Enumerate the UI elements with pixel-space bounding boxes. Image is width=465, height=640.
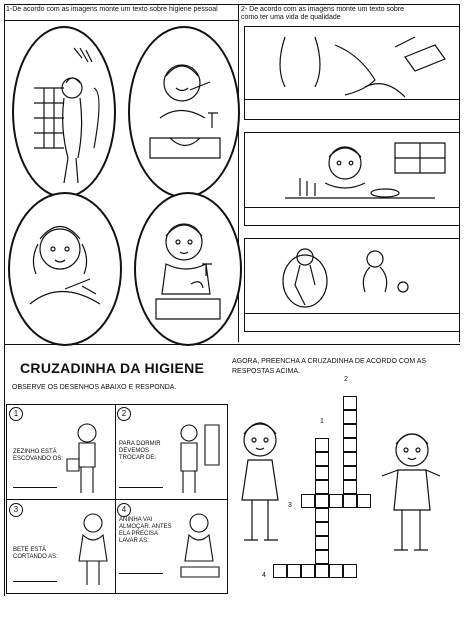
grid-cell[interactable]	[329, 494, 343, 508]
girl-washing-hands-icon	[180, 513, 220, 578]
clue-label-4: 4	[262, 572, 266, 579]
center-divider-top	[238, 4, 239, 342]
clue-3-text: BETE ESTÁ CORTANDO AS:	[13, 547, 58, 560]
answer-line-3	[245, 313, 459, 314]
crossword-instruction: OBSERVE OS DESENHOS ABAIXO E RESPONDA.	[12, 384, 177, 391]
boy-brushing-teeth-icon	[66, 423, 97, 493]
top-border	[4, 4, 460, 5]
exercise-1-title: 1-De acordo com as imagens monte um text…	[6, 6, 218, 13]
clue-2-answer-line	[119, 487, 163, 488]
middle-separator	[4, 344, 460, 345]
answer-line-2	[245, 207, 459, 208]
grid-cell[interactable]	[343, 438, 357, 452]
clue-3-number: 3	[9, 503, 23, 517]
crossword-heading: CRUZADINHA DA HIGIENE	[20, 360, 205, 376]
exercise-2-title-line2: como ter uma vida de qualidade	[241, 14, 341, 21]
grid-cell[interactable]	[343, 494, 357, 508]
grid-cell[interactable]	[315, 508, 329, 522]
grid-cell[interactable]	[315, 438, 329, 452]
grid-cell[interactable]	[315, 522, 329, 536]
grid-cell[interactable]	[315, 452, 329, 466]
grid-cell[interactable]	[315, 494, 329, 508]
grid-cell[interactable]	[301, 564, 315, 578]
kids-playing-scene	[244, 238, 460, 332]
boy-washing-hands-scene	[134, 192, 242, 346]
exercise-2-title-line1: 2- De acordo com as imagens monte um tex…	[241, 6, 405, 13]
clue-3-answer-line	[13, 581, 57, 582]
clue-2-number: 2	[117, 407, 131, 421]
grid-cell[interactable]	[357, 494, 371, 508]
shower-scene	[12, 26, 116, 198]
crossword-fill-instruction-line2: RESPOSTAS ACIMA.	[232, 368, 300, 375]
boy-eating-meal-scene	[244, 132, 460, 226]
clue-label-3: 3	[288, 502, 292, 509]
grid-cell[interactable]	[343, 452, 357, 466]
grid-cell[interactable]	[315, 550, 329, 564]
left-border	[4, 4, 5, 596]
grid-cell[interactable]	[315, 480, 329, 494]
clue-4-answer-line	[119, 573, 163, 574]
title-underline-left	[4, 20, 238, 21]
boy-figure-icon	[381, 433, 441, 551]
grid-cell[interactable]	[287, 564, 301, 578]
grid-cell[interactable]	[343, 564, 357, 578]
answer-line-1	[245, 99, 459, 100]
crossword-grid: 2 1 3 4	[226, 376, 460, 596]
grid-cell[interactable]	[343, 410, 357, 424]
crossword-fill-instruction-line1: AGORA, PREENCHA A CRUZADINHA DE ACORDO C…	[232, 358, 427, 365]
girl-figure-icon	[241, 422, 279, 541]
clue-1-text: ZEZINHO ESTÁ ESCOVANDO OS:	[13, 449, 63, 462]
boy-pajamas-icon	[180, 424, 220, 493]
clue-2-text: PARA DORMIR DEVEMOS TROCAR DE:	[119, 441, 161, 461]
grid-cell[interactable]	[343, 424, 357, 438]
tooth-brushing-scene	[128, 26, 240, 198]
girl-cutting-nails-icon	[78, 513, 108, 585]
grid-cell[interactable]	[301, 494, 315, 508]
grid-cell[interactable]	[343, 480, 357, 494]
grid-cell[interactable]	[343, 466, 357, 480]
grid-cell[interactable]	[329, 564, 343, 578]
clue-1-answer-line	[13, 487, 57, 488]
clue-label-2: 2	[344, 376, 348, 383]
grid-cell[interactable]	[315, 466, 329, 480]
girl-eating-ice-cream-scene	[244, 26, 460, 120]
clue-4-text: ANINHA VAI ALMOÇAR. ANTES ELA PRECISA LA…	[119, 517, 172, 544]
clue-grid-horizontal	[7, 499, 227, 500]
clue-4-number: 4	[117, 503, 131, 517]
grid-cell[interactable]	[315, 536, 329, 550]
grid-cell[interactable]	[315, 564, 329, 578]
grid-cell[interactable]	[343, 396, 357, 410]
clue-1-number: 1	[9, 407, 23, 421]
crossword-clues-grid: 1 ZEZINHO ESTÁ ESCOVANDO OS: 2 PARA DORM…	[6, 404, 228, 594]
girl-toothpaste-scene	[8, 192, 122, 346]
grid-cell[interactable]	[273, 564, 287, 578]
clue-label-1: 1	[320, 418, 324, 425]
